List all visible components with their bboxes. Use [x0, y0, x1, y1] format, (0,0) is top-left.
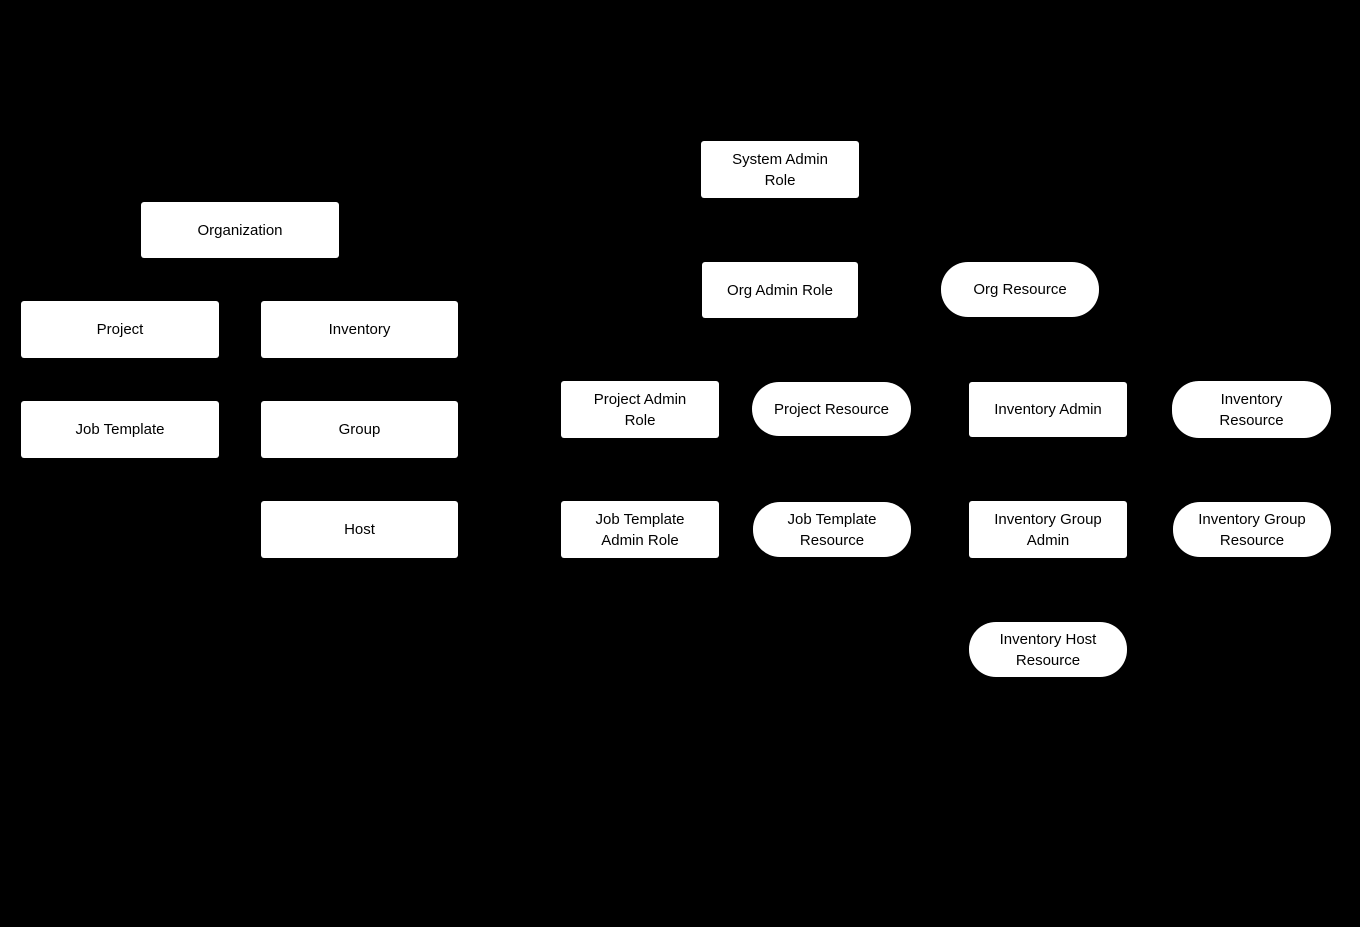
node-host: Host [261, 501, 458, 558]
node-job-template-admin-role: Job Template Admin Role [561, 501, 719, 558]
node-inventory-group-resource: Inventory Group Resource [1173, 502, 1331, 557]
node-org-admin-role: Org Admin Role [702, 262, 858, 318]
node-job-template-resource: Job Template Resource [753, 502, 911, 557]
node-org-resource: Org Resource [941, 262, 1099, 317]
node-project-admin-role: Project Admin Role [561, 381, 719, 438]
node-system-admin-role: System Admin Role [701, 141, 859, 198]
node-project-resource: Project Resource [752, 382, 911, 436]
node-inventory-group-admin: Inventory Group Admin [969, 501, 1127, 558]
node-inventory: Inventory [261, 301, 458, 358]
node-project: Project [21, 301, 219, 358]
node-organization: Organization [141, 202, 339, 258]
node-inventory-host-resource: Inventory Host Resource [969, 622, 1127, 677]
node-inventory-resource: Inventory Resource [1172, 381, 1331, 438]
node-job-template: Job Template [21, 401, 219, 458]
node-group: Group [261, 401, 458, 458]
node-inventory-admin: Inventory Admin [969, 382, 1127, 437]
